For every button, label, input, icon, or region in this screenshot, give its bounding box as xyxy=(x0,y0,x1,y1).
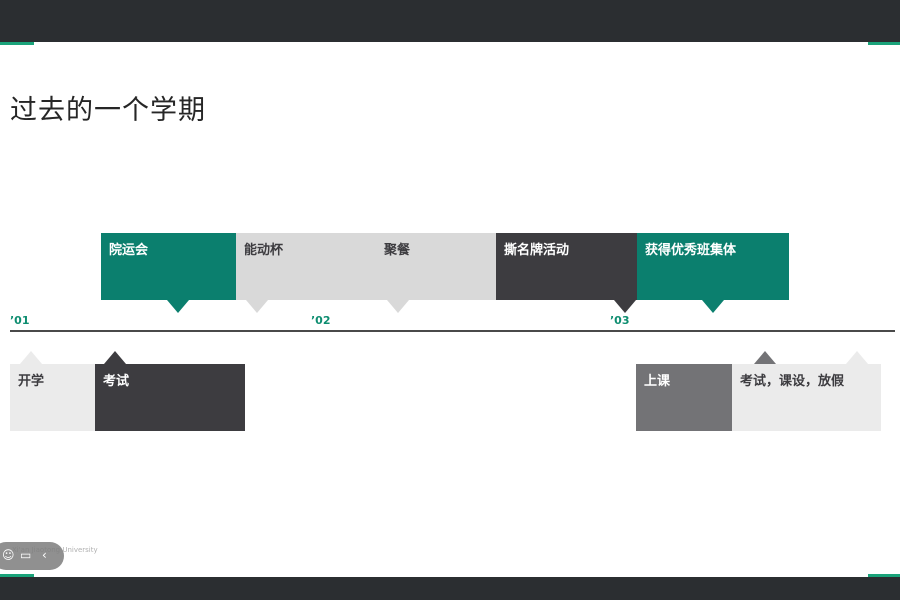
event-dinner: 聚餐 xyxy=(376,233,496,300)
floating-toolbar[interactable]: ☺ ▭ ‹ xyxy=(0,542,64,570)
event-pointer xyxy=(387,300,409,313)
emoji-icon[interactable]: ☺ xyxy=(2,548,15,562)
event-classes: 上课 xyxy=(636,364,732,431)
event-pointer xyxy=(702,300,724,313)
accent-bottom-right xyxy=(868,574,900,577)
event-pointer xyxy=(167,300,189,313)
chevron-left-icon[interactable]: ‹ xyxy=(42,548,47,562)
event-label: 聚餐 xyxy=(384,243,411,258)
event-name-tag-game: 撕名牌活动 xyxy=(496,233,637,300)
tick-label: ’02 xyxy=(311,314,331,327)
event-label: 获得优秀班集体 xyxy=(645,243,737,258)
event-pointer xyxy=(846,351,868,364)
top-bar xyxy=(0,0,900,42)
event-energy-cup: 能动杯 xyxy=(236,233,376,300)
event-pointer xyxy=(614,300,636,313)
chat-icon[interactable]: ▭ xyxy=(20,548,32,562)
accent-top-left xyxy=(0,42,34,45)
tick-label: ’01 xyxy=(10,314,30,327)
event-label: 能动杯 xyxy=(244,243,284,258)
timeline-axis xyxy=(10,330,895,332)
event-exam: 考试 xyxy=(95,364,245,431)
event-pointer xyxy=(246,300,268,313)
page-title: 过去的一个学期 xyxy=(10,95,206,126)
accent-bottom-left xyxy=(0,574,34,577)
event-excellent-class: 获得优秀班集体 xyxy=(637,233,789,300)
event-label: 考试 xyxy=(103,374,130,389)
event-pointer xyxy=(104,351,126,364)
event-label: 上课 xyxy=(644,374,671,389)
event-pointer xyxy=(754,351,776,364)
event-label: 院运会 xyxy=(109,243,149,258)
event-label: 开学 xyxy=(18,374,45,389)
event-semester-start: 开学 xyxy=(10,364,95,431)
tick-label: ’03 xyxy=(610,314,630,327)
event-label: 考试，课设，放假 xyxy=(740,374,845,389)
accent-top-right xyxy=(868,42,900,45)
event-sports-meet: 院运会 xyxy=(101,233,236,300)
event-label: 撕名牌活动 xyxy=(504,243,570,258)
event-pointer xyxy=(20,351,42,364)
bottom-bar xyxy=(0,577,900,600)
event-exam-design-vacation: 考试，课设，放假 xyxy=(732,364,881,431)
